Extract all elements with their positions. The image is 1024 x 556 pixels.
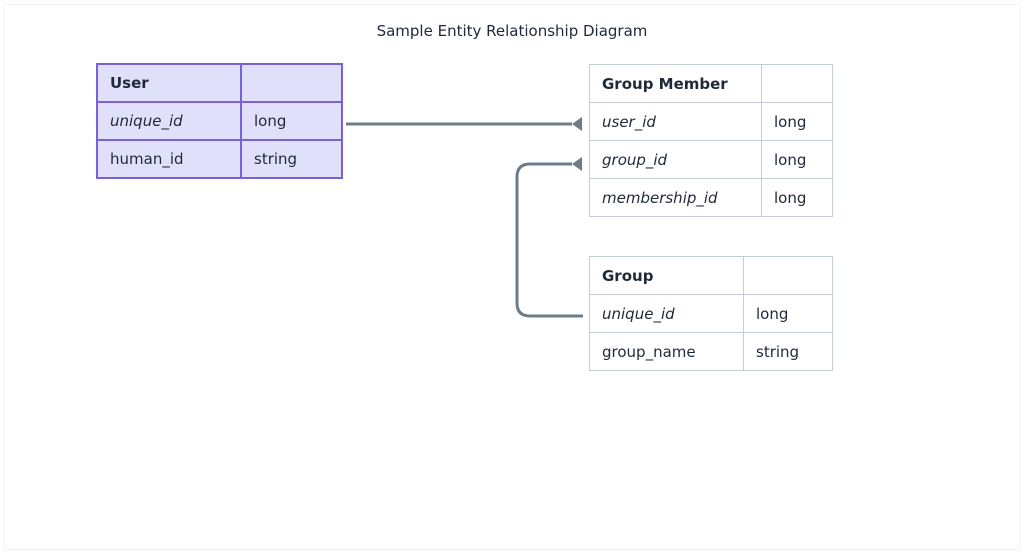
attribute-type: long bbox=[240, 101, 343, 141]
attribute-name: unique_id bbox=[96, 101, 242, 141]
entity-name: Group bbox=[589, 256, 744, 295]
attribute-row: unique_id long bbox=[96, 101, 343, 141]
entity-name: User bbox=[96, 63, 242, 103]
attribute-row: user_id long bbox=[589, 102, 833, 141]
attribute-name: human_id bbox=[96, 139, 242, 179]
entity-group-member[interactable]: Group Member user_id long group_id long … bbox=[589, 64, 833, 217]
attribute-name: unique_id bbox=[589, 294, 744, 333]
attribute-name: group_id bbox=[589, 140, 762, 179]
diagram-title: Sample Entity Relationship Diagram bbox=[376, 22, 648, 40]
attribute-type: string bbox=[240, 139, 343, 179]
attribute-row: unique_id long bbox=[589, 294, 833, 333]
entity-header-row: Group Member bbox=[589, 64, 833, 103]
entity-header-row: Group bbox=[589, 256, 833, 295]
attribute-row: membership_id long bbox=[589, 178, 833, 217]
attribute-type: long bbox=[761, 178, 833, 217]
entity-header-empty bbox=[240, 63, 343, 103]
entity-header-empty bbox=[743, 256, 833, 295]
attribute-type: long bbox=[761, 140, 833, 179]
entity-header-row: User bbox=[96, 63, 343, 103]
attribute-row: group_name string bbox=[589, 332, 833, 371]
connector-line bbox=[515, 162, 583, 318]
attribute-type: string bbox=[743, 332, 833, 371]
entity-header-empty bbox=[761, 64, 833, 103]
attribute-name: membership_id bbox=[589, 178, 762, 217]
entity-name: Group Member bbox=[589, 64, 762, 103]
connector-group-to-group-member[interactable] bbox=[515, 157, 583, 318]
attribute-type: long bbox=[761, 102, 833, 141]
attribute-row: group_id long bbox=[589, 140, 833, 179]
connector-arrowhead bbox=[572, 157, 582, 171]
entity-user[interactable]: User unique_id long human_id string bbox=[96, 63, 343, 179]
attribute-name: user_id bbox=[589, 102, 762, 141]
connector-arrowhead bbox=[572, 117, 582, 131]
entity-group[interactable]: Group unique_id long group_name string bbox=[589, 256, 833, 371]
attribute-row: human_id string bbox=[96, 139, 343, 179]
connector-user-to-group-member[interactable] bbox=[346, 117, 582, 131]
attribute-type: long bbox=[743, 294, 833, 333]
attribute-name: group_name bbox=[589, 332, 744, 371]
